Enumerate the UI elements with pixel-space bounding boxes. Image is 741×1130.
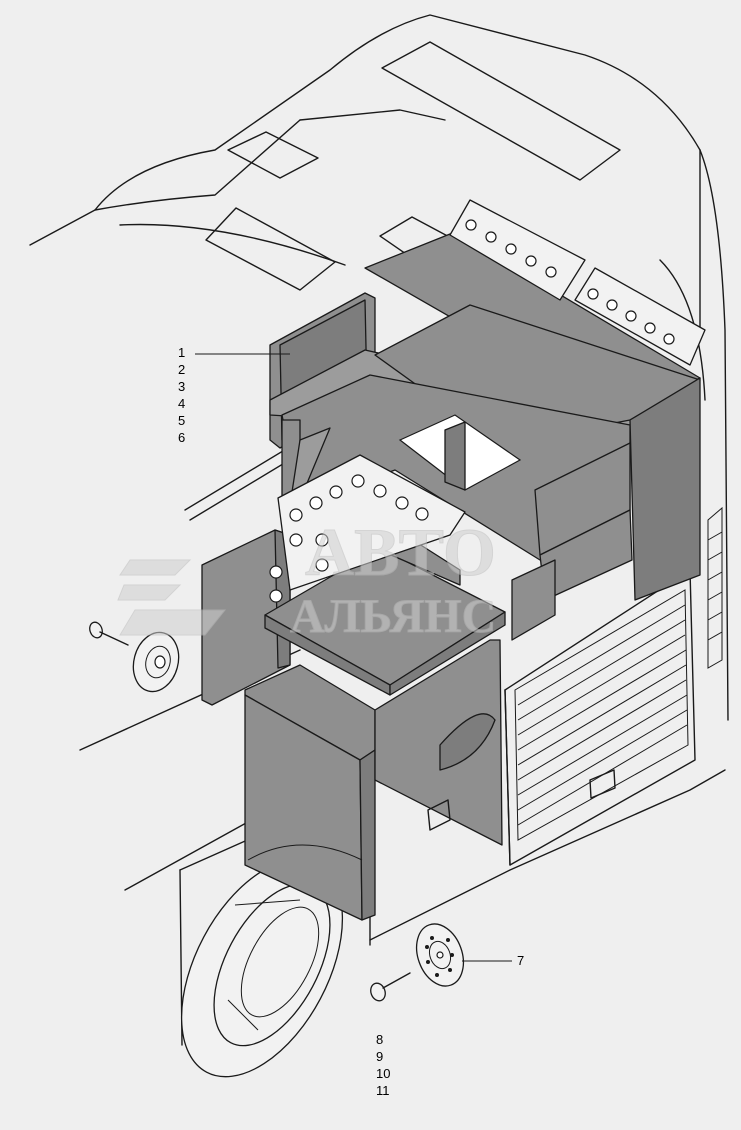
callout-label: 11	[376, 1083, 390, 1098]
watermark: АВТО АЛЬЯНС	[117, 514, 497, 644]
door-handle-icon	[589, 769, 616, 799]
clip-bottom	[370, 923, 465, 1002]
callout-label: 6	[178, 430, 185, 445]
watermark-logo-icon	[117, 559, 227, 636]
callout-label: 10	[376, 1066, 390, 1081]
outlet-icon	[427, 799, 451, 831]
fasteners	[89, 621, 465, 1002]
callout-label: 3	[178, 379, 185, 394]
wheel	[180, 858, 344, 1078]
clip-left	[89, 621, 180, 693]
callout-group-a: 1 2 3 4 5 6	[178, 345, 290, 445]
lower-cabinet-panel	[374, 639, 503, 846]
watermark-line1: АВТО	[305, 514, 496, 590]
middle-strip	[277, 454, 466, 591]
callout-group-c: 8 9 10 11	[376, 1032, 390, 1098]
callout-label: 2	[178, 362, 185, 377]
right-side-panel	[629, 377, 701, 601]
callout-label: 7	[517, 953, 524, 968]
perforated-strips	[269, 199, 706, 603]
insulation-panels	[201, 231, 701, 921]
watermark-line2: АЛЬЯНС	[290, 590, 496, 643]
callout-label: 1	[178, 345, 185, 360]
callout-label: 8	[376, 1032, 383, 1047]
callout-group-b: 7	[462, 953, 524, 968]
callout-label: 9	[376, 1049, 383, 1064]
callout-label: 5	[178, 413, 185, 428]
callout-label: 4	[178, 396, 185, 411]
